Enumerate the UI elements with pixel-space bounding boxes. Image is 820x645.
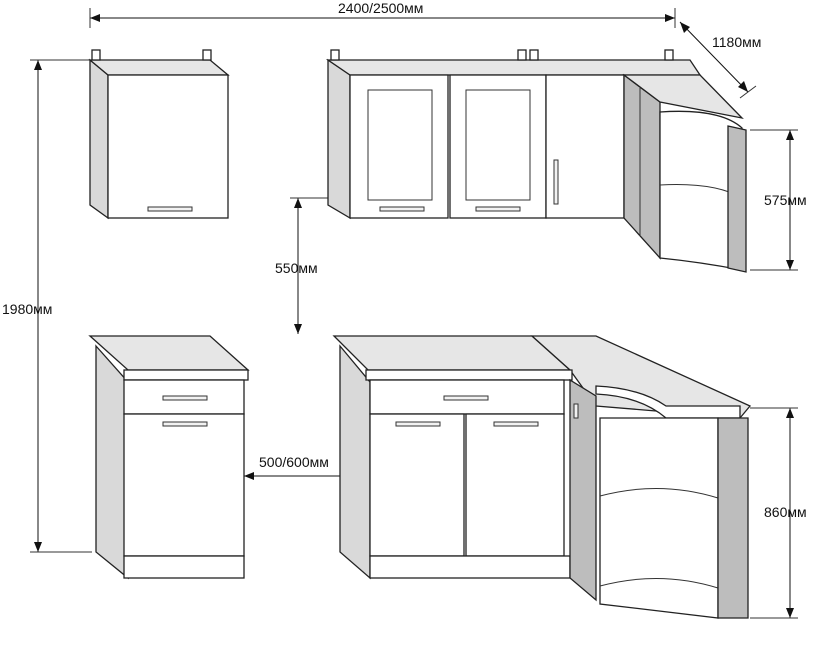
base-cabinet-single	[88, 335, 250, 580]
cabinet-handle	[443, 395, 489, 401]
cabinet-handle	[573, 403, 579, 419]
base-cabinet-run	[332, 335, 752, 619]
cabinet-handle	[379, 206, 425, 212]
upper-cabinet-run	[325, 49, 747, 273]
dim-base-height-label: 860мм	[764, 504, 807, 520]
dim-top-width: 2400/2500мм	[89, 0, 676, 28]
dim-base-width-label: 500/600мм	[259, 454, 329, 470]
dim-depth: 1180мм	[679, 21, 761, 99]
cabinet-handle	[553, 159, 559, 205]
cabinet-handle	[475, 206, 521, 212]
dim-depth-label: 1180мм	[712, 34, 761, 50]
dim-total-height-label: 1980мм	[2, 301, 52, 317]
dim-top-width-label: 2400/2500мм	[338, 0, 423, 16]
dim-total-height: 1980мм	[2, 59, 92, 553]
dim-base-height: 860мм	[750, 407, 807, 619]
upper-cabinet-single	[88, 49, 230, 220]
dim-upper-height: 575мм	[750, 129, 807, 271]
dim-upper-height-label: 575мм	[764, 192, 807, 208]
dim-gap-height-label: 550мм	[275, 260, 318, 276]
cabinet-handle	[162, 421, 208, 427]
cabinet-handle	[147, 206, 193, 212]
cabinet-handle	[395, 421, 441, 427]
cabinet-handle	[162, 395, 208, 401]
cabinet-handle	[493, 421, 539, 427]
dim-gap-height: 550мм	[275, 197, 340, 334]
